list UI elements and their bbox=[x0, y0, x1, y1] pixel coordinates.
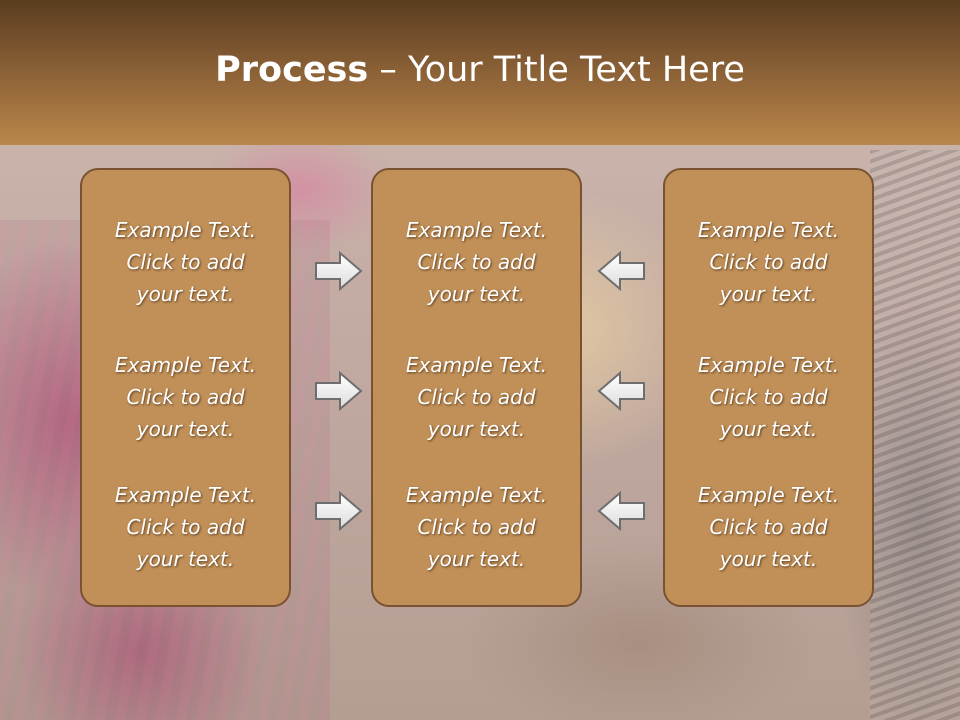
center-panel[interactable]: Example Text. Click to add your text. Exam… bbox=[371, 168, 582, 607]
left-panel[interactable]: Example Text. Click to add your text. Exam… bbox=[80, 168, 291, 607]
text-line: Example Text. bbox=[697, 353, 840, 377]
text-block[interactable]: Example Text. Click to add your text. bbox=[665, 479, 872, 575]
text-line: Click to add bbox=[417, 250, 536, 274]
text-line: Example Text. bbox=[697, 483, 840, 507]
text-line: Example Text. bbox=[405, 218, 548, 242]
text-line: your text. bbox=[427, 282, 526, 306]
text-line: Example Text. bbox=[114, 218, 257, 242]
text-line: Example Text. bbox=[114, 353, 257, 377]
text-line: Example Text. bbox=[405, 353, 548, 377]
text-block[interactable]: Example Text. Click to add your text. bbox=[82, 479, 289, 575]
text-line: Click to add bbox=[126, 385, 245, 409]
text-block[interactable]: Example Text. Click to add your text. bbox=[373, 349, 580, 445]
text-line: Click to add bbox=[126, 250, 245, 274]
text-line: Click to add bbox=[417, 515, 536, 539]
title-rest: – Your Title Text Here bbox=[368, 50, 745, 90]
text-line: Click to add bbox=[126, 515, 245, 539]
slide-title[interactable]: Process – Your Title Text Here bbox=[0, 50, 960, 90]
text-line: your text. bbox=[719, 547, 818, 571]
text-line: your text. bbox=[427, 547, 526, 571]
right-arrow-icon bbox=[315, 491, 363, 531]
text-block[interactable]: Example Text. Click to add your text. bbox=[82, 214, 289, 310]
text-block[interactable]: Example Text. Click to add your text. bbox=[82, 349, 289, 445]
text-line: your text. bbox=[719, 282, 818, 306]
text-line: your text. bbox=[136, 547, 235, 571]
text-line: Click to add bbox=[709, 385, 828, 409]
background-fur bbox=[870, 150, 960, 720]
title-bold: Process bbox=[215, 50, 369, 90]
text-line: your text. bbox=[719, 417, 818, 441]
text-block[interactable]: Example Text. Click to add your text. bbox=[373, 479, 580, 575]
text-line: Click to add bbox=[709, 250, 828, 274]
left-arrow-icon bbox=[597, 251, 645, 291]
text-block[interactable]: Example Text. Click to add your text. bbox=[373, 214, 580, 310]
text-line: Click to add bbox=[417, 385, 536, 409]
text-block[interactable]: Example Text. Click to add your text. bbox=[665, 349, 872, 445]
text-line: Click to add bbox=[709, 515, 828, 539]
left-arrow-icon bbox=[597, 491, 645, 531]
title-banner bbox=[0, 0, 960, 145]
right-arrow-icon bbox=[315, 371, 363, 411]
left-arrow-icon bbox=[597, 371, 645, 411]
right-arrow-icon bbox=[315, 251, 363, 291]
text-line: your text. bbox=[136, 282, 235, 306]
text-line: Example Text. bbox=[114, 483, 257, 507]
text-line: Example Text. bbox=[697, 218, 840, 242]
text-line: Example Text. bbox=[405, 483, 548, 507]
text-line: your text. bbox=[427, 417, 526, 441]
text-line: your text. bbox=[136, 417, 235, 441]
text-block[interactable]: Example Text. Click to add your text. bbox=[665, 214, 872, 310]
right-panel[interactable]: Example Text. Click to add your text. Exam… bbox=[663, 168, 874, 607]
